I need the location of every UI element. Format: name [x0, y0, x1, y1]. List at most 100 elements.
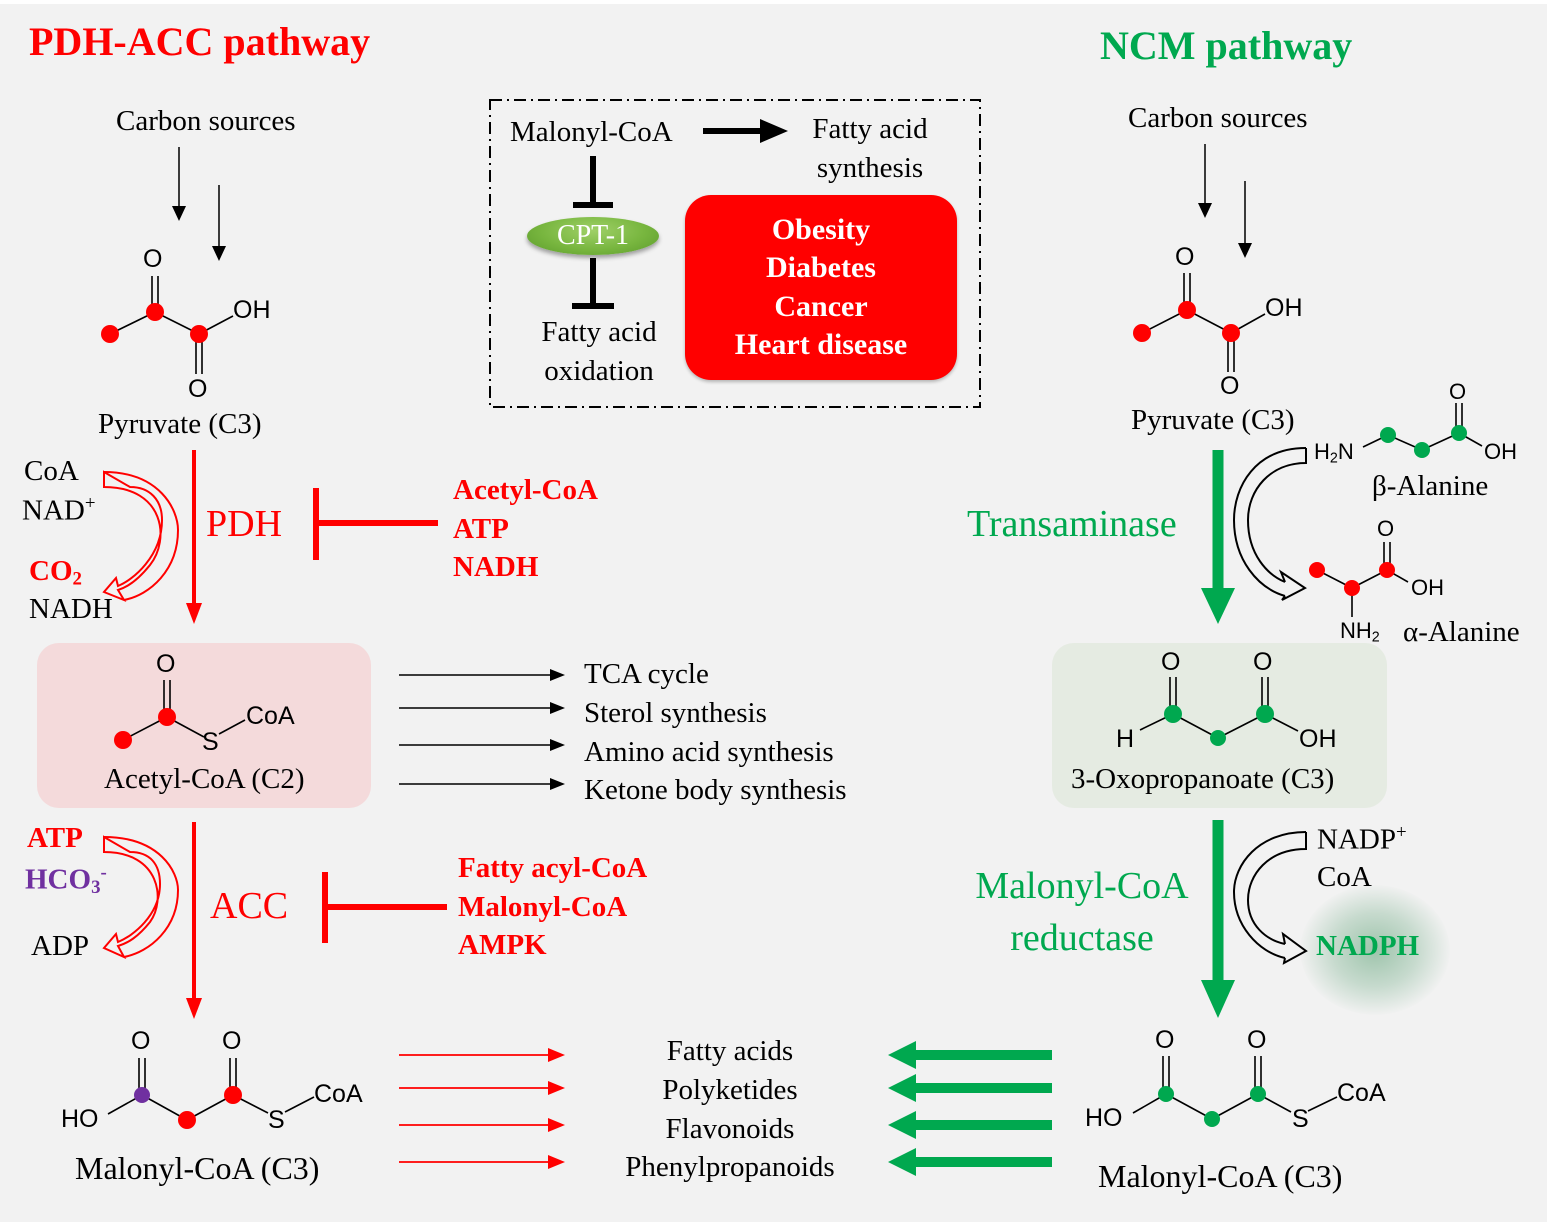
left-malonyl-ho: HO: [61, 1105, 99, 1133]
pdh-inhibitor: NADH: [453, 551, 539, 583]
mcr-curved-arrow: [1232, 831, 1308, 965]
oxopropanoate-structure: [1139, 677, 1299, 739]
ncm-pathway-title: NCM pathway: [1100, 23, 1353, 68]
acetyl-coa-label: Acetyl-CoA (C2): [104, 763, 305, 795]
acc-inhibitor: Malonyl-CoA: [458, 890, 628, 923]
malonyl-to-fas-arrow: [703, 119, 788, 143]
oxo-h: H: [1116, 725, 1135, 753]
acc-enzyme-label: ACC: [210, 885, 289, 927]
regulation-box-border: [489, 99, 981, 408]
pdh-reaction-arrow: [186, 450, 202, 624]
cpt1-inhibition-to-oxidation: [572, 258, 614, 309]
nadp-text: NADP: [1317, 823, 1396, 856]
right-carbon-arrows: [1198, 144, 1252, 258]
fao-line-2: oxidation: [544, 355, 654, 387]
nh2-subscript: 2: [1371, 629, 1380, 646]
left-malonyl-s: S: [268, 1106, 285, 1134]
malonyl-inhibits-cpt1: [573, 156, 613, 208]
transaminase-curved-arrow: [1232, 447, 1307, 601]
left-carbon-sources-label: Carbon sources: [116, 105, 296, 137]
disease-box: Obesity Diabetes Cancer Heart disease: [685, 195, 957, 380]
left-malonyl-coa: CoA: [314, 1080, 363, 1108]
pdh-output-co2: CO2: [29, 555, 82, 591]
pdh-inhibitor: Acetyl-CoA: [453, 474, 598, 506]
h2n-subscript: 2: [1329, 450, 1338, 467]
pdh-output-nadh: NADH: [29, 593, 113, 625]
hco3-superscript: -: [100, 862, 107, 883]
left-malonyl-o1: O: [131, 1027, 151, 1055]
acc-inhibition-bar: [322, 872, 447, 943]
left-pyruvate-o-top: O: [143, 245, 163, 273]
oxopropanoate-carbons: [1164, 705, 1274, 746]
acc-inhibitors: Fatty acyl-CoA Malonyl-CoA AMPK: [458, 849, 647, 965]
box-malonyl-coa: Malonyl-CoA: [510, 116, 673, 148]
pdh-inhibitor: ATP: [453, 512, 509, 545]
fate-item: Sterol synthesis: [584, 696, 767, 729]
nad-text: NAD: [22, 494, 85, 527]
product-item: Fatty acids: [666, 1035, 794, 1067]
mcr-output-nadph: NADPH: [1316, 930, 1420, 962]
mcr-input-nadp: NADP+: [1317, 822, 1407, 856]
hco3-text: HCO: [25, 863, 92, 896]
acc-input-bicarbonate: HCO3-: [25, 862, 107, 899]
pdh-acc-pathway-title: PDH-ACC pathway: [29, 19, 371, 64]
mcr-line-1: Malonyl-CoA: [975, 865, 1189, 907]
red-product-arrows: [399, 1048, 565, 1169]
top-border: [0, 0, 1547, 4]
fate-item: Ketone body synthesis: [584, 774, 847, 807]
acetyl-coa-highlight-box: [37, 643, 371, 808]
box-fatty-acid-synthesis: Fatty acid synthesis: [790, 110, 950, 188]
acc-inhibitor: AMPK: [458, 929, 547, 961]
oxo-o2: O: [1253, 648, 1273, 676]
beta-alanine-h2n: H2N: [1314, 439, 1354, 467]
left-pyruvate-carbons: [101, 303, 208, 343]
acc-reaction-arrow: [186, 822, 202, 1019]
acetyl-fate-arrows: [399, 669, 565, 790]
right-pyruvate-o-top: O: [1175, 243, 1195, 271]
nadph-glow: [1300, 885, 1450, 1015]
co2-text: CO: [29, 555, 73, 587]
beta-alanine-carbons: [1380, 425, 1467, 458]
acc-cofactor-curved-arrow: [102, 835, 180, 960]
disease-item: Heart disease: [734, 328, 908, 361]
right-pyruvate-oh: OH: [1265, 294, 1303, 322]
acetyl-coa-s: S: [202, 728, 219, 756]
alpha-alanine-o: O: [1377, 516, 1395, 541]
right-malonyl-coa-label: Malonyl-CoA (C3): [1098, 1158, 1343, 1194]
left-pyruvate-oh: OH: [233, 296, 271, 324]
alpha-alanine-label: α-Alanine: [1403, 616, 1520, 648]
oxo-o1: O: [1161, 648, 1181, 676]
right-malonyl-ho: HO: [1085, 1104, 1123, 1132]
mcr-input-coa: CoA: [1317, 861, 1372, 893]
beta-alanine-o: O: [1449, 379, 1467, 404]
left-carbon-arrows: [172, 147, 226, 261]
transaminase-enzyme-label: Transaminase: [967, 503, 1177, 545]
h2n-n: N: [1337, 439, 1354, 464]
alpha-alanine-structure: [1316, 542, 1409, 617]
oxopropanoate-highlight-box: [1052, 643, 1387, 808]
pdh-inhibitors: Acetyl-CoA ATP NADH: [453, 471, 598, 587]
left-malonyl-coa-carbons: [134, 1086, 242, 1129]
right-pyruvate-label: Pyruvate (C3): [1131, 404, 1295, 436]
green-product-arrows: [888, 1041, 1052, 1176]
right-malonyl-coa: CoA: [1337, 1079, 1386, 1107]
left-pyruvate-label: Pyruvate (C3): [98, 408, 262, 440]
pdh-enzyme-label: PDH: [206, 503, 283, 545]
fas-line-1: Fatty acid: [812, 113, 928, 145]
pdh-inhibition-bar: [313, 488, 438, 560]
product-item: Polyketides: [662, 1073, 798, 1106]
left-pyruvate-structure: [109, 276, 234, 374]
pdh-cofactor-curved-arrow: [102, 470, 180, 603]
right-carbon-sources-label: Carbon sources: [1128, 102, 1308, 134]
acetyl-coa-coa: CoA: [246, 702, 295, 730]
fate-item: TCA cycle: [584, 658, 709, 690]
mcr-reaction-arrow: [1201, 820, 1235, 1018]
right-malonyl-o2: O: [1247, 1026, 1267, 1054]
alpha-alanine-nh2: NH2: [1340, 618, 1380, 646]
disease-item: Cancer: [774, 289, 868, 323]
acc-inhibitor: Fatty acyl-CoA: [458, 852, 648, 884]
cpt1-enzyme-ellipse: CPT-1: [527, 217, 659, 255]
co2-subscript: 2: [72, 568, 82, 590]
right-pyruvate-o-bottom: O: [1220, 372, 1240, 400]
